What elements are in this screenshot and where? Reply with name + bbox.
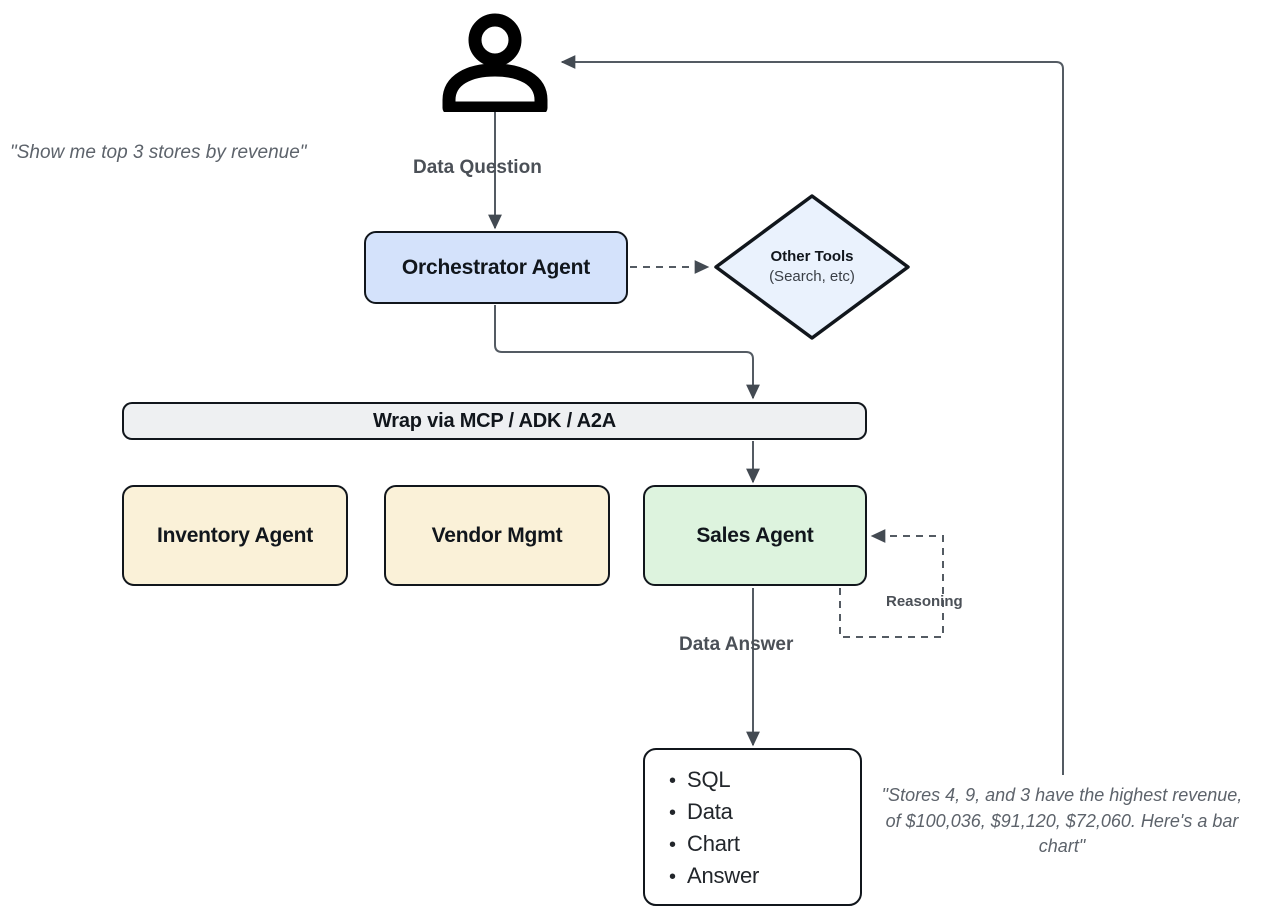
node-sales-agent[interactable]: Sales Agent (643, 485, 867, 586)
node-vendor-mgmt[interactable]: Vendor Mgmt (384, 485, 610, 586)
list-item: Data (667, 796, 860, 828)
orchestrator-agent-label: Orchestrator Agent (401, 255, 591, 279)
diamond-shape (714, 194, 910, 340)
list-item: SQL (667, 764, 860, 796)
person-icon (442, 13, 548, 112)
mcp-band-label: Wrap via MCP / ADK / A2A (372, 409, 617, 432)
list-item: Chart (667, 828, 860, 860)
node-other-tools[interactable]: Other Tools (Search, etc) (710, 190, 914, 344)
node-inventory-agent[interactable]: Inventory Agent (122, 485, 348, 586)
node-orchestrator-agent[interactable]: Orchestrator Agent (364, 231, 628, 304)
node-output-artifacts[interactable]: SQL Data Chart Answer (643, 748, 862, 906)
node-mcp-wrapper-band[interactable]: Wrap via MCP / ADK / A2A (122, 402, 867, 440)
edge-label-reasoning: Reasoning (886, 593, 963, 610)
annotation-user-question: "Show me top 3 stores by revenue" (10, 142, 307, 163)
annotation-final-answer: "Stores 4, 9, and 3 have the highest rev… (881, 785, 1243, 857)
vendor-mgmt-label: Vendor Mgmt (431, 523, 563, 547)
sales-agent-label: Sales Agent (696, 523, 814, 547)
edge-label-data-question: Data Question (413, 157, 542, 178)
list-item: Answer (667, 860, 860, 892)
edge-label-data-answer: Data Answer (679, 634, 794, 655)
inventory-agent-label: Inventory Agent (156, 523, 314, 547)
output-artifact-list: SQL Data Chart Answer (645, 750, 860, 892)
